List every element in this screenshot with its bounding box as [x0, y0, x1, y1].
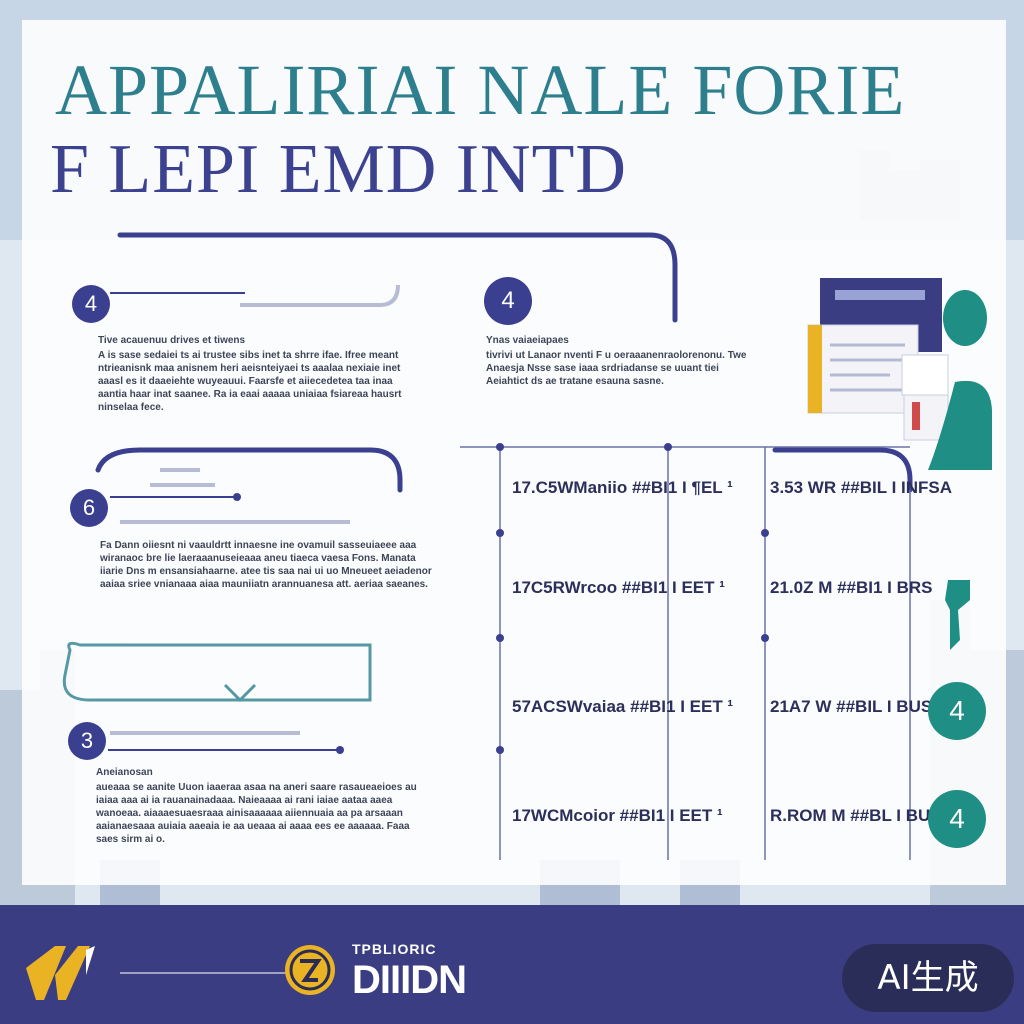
step-body: tivrivi ut Lanaor nventi F u oeraaanenra…	[486, 350, 747, 387]
step-heading: Tive acauenuu drives et tiwens	[98, 335, 246, 346]
side-number-badge: 4	[928, 682, 986, 740]
step-heading: Ynas vaiaeiapaes	[486, 335, 569, 346]
step-description: Fa Dann oiiesnt ni vaauldrtt innaesne in…	[100, 539, 438, 591]
stat-right: 21.0Z M ##BI1 I BRS	[770, 578, 933, 597]
step-heading: Aneianosan	[96, 767, 153, 778]
step-number-badge: 4	[484, 277, 532, 325]
step-description: Tive acauenuu drives et tiwens A is sase…	[98, 334, 416, 414]
step-number-badge: 4	[72, 285, 110, 323]
footer-brand-small: TPBLIORIC	[352, 941, 437, 957]
step-number-badge: 6	[70, 489, 108, 527]
stat-left: 17C5RWrcoo ##BI1 I EET ¹	[512, 578, 725, 597]
stat-right: 21A7 W ##BIL I BUS	[770, 697, 933, 716]
side-number-badge: 4	[928, 790, 986, 848]
step-body: aueaaa se aanite Uuon iaaeraa asaa na an…	[96, 782, 417, 845]
stat-left: 17WCMcoior ##BI1 I EET ¹	[512, 806, 723, 825]
step-body: Fa Dann oiiesnt ni vaauldrtt innaesne in…	[100, 540, 432, 590]
page-title-line-1: APPALIRIAI NALE FORIE	[55, 50, 906, 130]
step-body: A is sase sedaiei ts ai trustee sibs ine…	[98, 350, 402, 413]
step-number-badge: 3	[68, 722, 106, 760]
step-description: Aneianosan aueaaa se aanite Uuon iaaeraa…	[96, 766, 426, 846]
stat-right: R.ROM M ##BL I BUS	[770, 806, 942, 825]
page-title-line-2: F LEPI EMD INTD	[50, 131, 627, 208]
footer-brand-large: DIIIDN	[352, 958, 467, 1002]
stat-left: 17.C5WManiio ##BI1 I ¶EL ¹	[512, 478, 733, 497]
stat-left: 57ACSWvaiaa ##BI1 I EET ¹	[512, 697, 734, 716]
step-description: Ynas vaiaeiapaes tivrivi ut Lanaor nvent…	[486, 334, 752, 388]
stat-right: 3.53 WR ##BIL I INFSA	[770, 478, 953, 497]
ai-generated-badge: AI生成	[842, 944, 1014, 1012]
footer-brand: TPBLIORIC DIIIDN	[352, 941, 467, 1002]
